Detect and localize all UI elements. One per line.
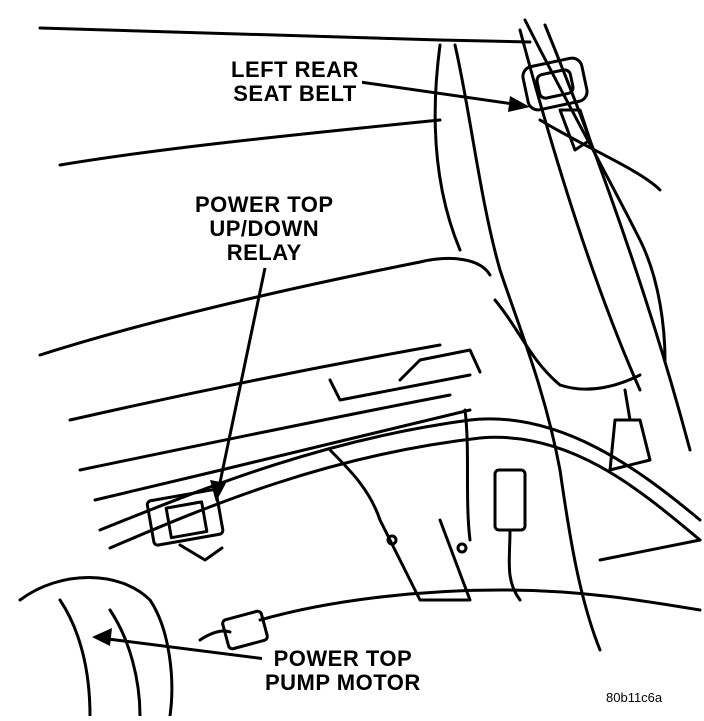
callout-line: PUMP MOTOR	[265, 670, 421, 695]
callout-line: UP/DOWN	[209, 216, 320, 241]
callout-line: LEFT REAR	[231, 57, 359, 82]
tray-lower-edge	[78, 393, 452, 472]
belt-webbing-right	[543, 23, 692, 452]
leader-relay	[216, 267, 267, 493]
wire-loop	[493, 298, 642, 391]
callout-line: RELAY	[226, 240, 302, 265]
pump-motor-icon	[18, 576, 174, 718]
callout-line: SEAT BELT	[233, 81, 357, 106]
mounting-bracket	[328, 448, 472, 602]
tray-front-edge	[68, 343, 442, 422]
arrowhead-pump-motor	[92, 628, 112, 646]
callout-power-top-pump-motor: POWER TOP PUMP MOTOR	[262, 647, 424, 695]
pillar-trim	[538, 118, 662, 192]
arrowhead-seat-belt	[508, 96, 530, 112]
headliner-edge	[38, 26, 532, 44]
harness-connector-icon	[493, 468, 527, 532]
strut-icon	[608, 418, 652, 472]
belt-webbing-left	[518, 28, 642, 392]
arrowhead-relay	[210, 480, 226, 502]
callout-power-top-relay: POWER TOP UP/DOWN RELAY	[192, 193, 337, 265]
headliner-lower-edge	[58, 118, 442, 167]
figure-code: 80b11c6a	[606, 690, 663, 705]
leader-seat-belt	[359, 80, 521, 107]
callout-line: POWER TOP	[273, 646, 413, 671]
callout-line: POWER TOP	[195, 192, 334, 217]
callout-left-rear-seat-belt: LEFT REAR SEAT BELT	[228, 58, 362, 106]
pump-connector-icon	[221, 609, 269, 651]
tray-bottom	[93, 408, 472, 502]
pillar-inner-edge	[453, 43, 562, 472]
wire-drop	[463, 408, 472, 542]
leader-pump-motor	[99, 636, 291, 664]
floor-edge	[258, 588, 702, 622]
tray-top-edge	[38, 256, 492, 357]
pillar-left-edge	[433, 43, 462, 252]
seat-belt-buckle-icon	[521, 56, 589, 112]
relay-icon	[145, 488, 225, 547]
pillar-right-edge	[523, 18, 667, 362]
